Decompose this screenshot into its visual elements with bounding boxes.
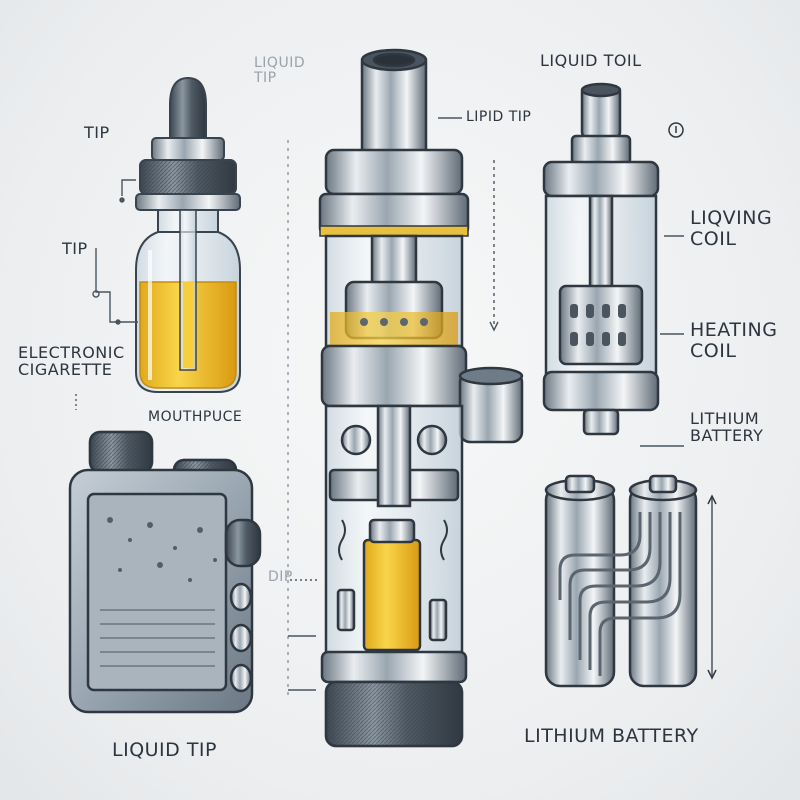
label-tip-top: TIP bbox=[84, 123, 110, 142]
box-mod-icon bbox=[68, 430, 262, 714]
label-tip-mid: TIP bbox=[62, 239, 88, 258]
dropper-bottle-icon bbox=[135, 76, 241, 393]
label-liquid-tip-faded: LIQUID TIP bbox=[254, 55, 306, 87]
label-liquid-toil: LIQUID TOIL bbox=[540, 51, 642, 70]
tank-atomizer-cutaway-icon bbox=[318, 48, 524, 748]
label-liqving-coil: LIQVING COIL bbox=[690, 207, 773, 250]
label-mouthpuce: MOUTHPUCE bbox=[148, 409, 243, 425]
label-lithium-battery-bottom: LITHIUM BATTERY bbox=[524, 725, 699, 747]
label-liquid-tip-bottom: LIQUID TIP bbox=[112, 739, 217, 761]
lithium-battery-pair-icon bbox=[544, 474, 717, 688]
coil-atomizer-icon bbox=[542, 82, 684, 436]
leader-lines bbox=[75, 117, 684, 700]
label-electronic-cigarette: ELECTRONIC CIGARETTE bbox=[18, 343, 125, 380]
label-heating-coil: HEATING COIL bbox=[690, 319, 778, 362]
label-lithium-battery-right: LITHIUM BATTERY bbox=[690, 409, 764, 446]
label-lipid-tip: LIPID TIP bbox=[466, 109, 532, 125]
label-dip: DIP bbox=[268, 569, 293, 585]
